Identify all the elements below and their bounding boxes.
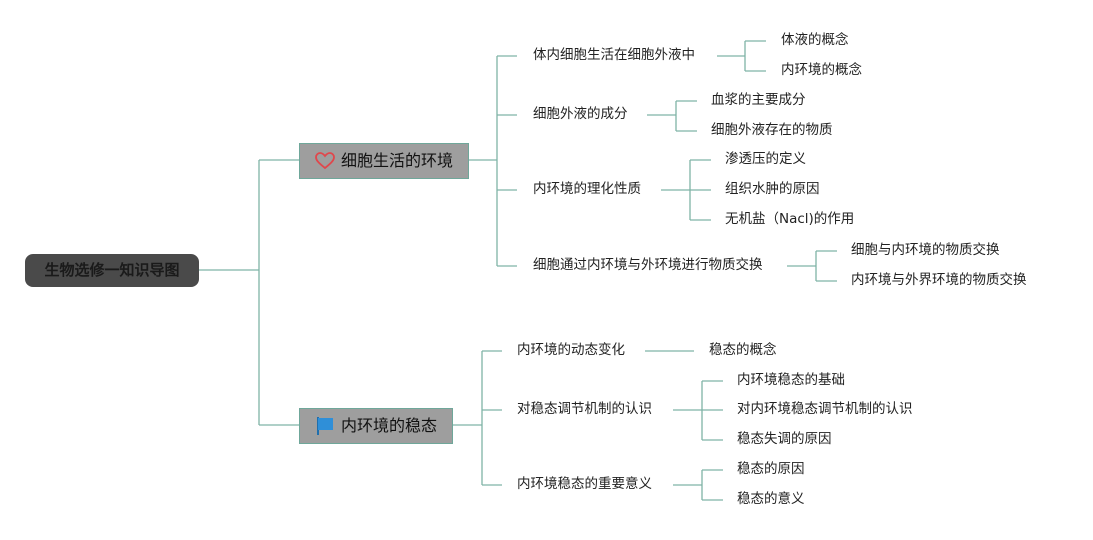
leaf-node[interactable]: 体液的概念 bbox=[781, 32, 849, 48]
leaf-node[interactable]: 稳态的概念 bbox=[709, 342, 777, 358]
leaf-node[interactable]: 稳态的意义 bbox=[737, 491, 805, 507]
sub-node[interactable]: 对稳态调节机制的认识 bbox=[517, 401, 652, 417]
leaf-node[interactable]: 细胞外液存在的物质 bbox=[711, 122, 833, 138]
leaf-node[interactable]: 稳态的原因 bbox=[737, 461, 805, 477]
sub-node[interactable]: 细胞外液的成分 bbox=[533, 106, 628, 122]
leaf-node[interactable]: 对内环境稳态调节机制的认识 bbox=[737, 401, 913, 417]
main-node-homeostasis[interactable]: 内环境的稳态 bbox=[299, 408, 453, 444]
main-node-cell-environment[interactable]: 细胞生活的环境 bbox=[299, 143, 469, 179]
root-node[interactable]: 生物选修一知识导图 bbox=[25, 254, 199, 287]
sub-node[interactable]: 体内细胞生活在细胞外液中 bbox=[533, 47, 695, 63]
flag-icon bbox=[315, 416, 335, 436]
leaf-node[interactable]: 细胞与内环境的物质交换 bbox=[851, 242, 1000, 258]
leaf-node[interactable]: 内环境与外界环境的物质交换 bbox=[851, 272, 1027, 288]
leaf-node[interactable]: 无机盐（Nacl)的作用 bbox=[725, 211, 855, 227]
leaf-node[interactable]: 组织水肿的原因 bbox=[725, 181, 820, 197]
heart-icon bbox=[315, 152, 335, 170]
leaf-node[interactable]: 渗透压的定义 bbox=[725, 151, 806, 167]
sub-node[interactable]: 内环境的理化性质 bbox=[533, 181, 641, 197]
root-label: 生物选修一知识导图 bbox=[44, 261, 180, 279]
leaf-node[interactable]: 内环境稳态的基础 bbox=[737, 372, 845, 388]
sub-node[interactable]: 内环境的动态变化 bbox=[517, 342, 625, 358]
sub-node[interactable]: 内环境稳态的重要意义 bbox=[517, 476, 652, 492]
main-node-label: 细胞生活的环境 bbox=[340, 151, 453, 170]
leaf-node[interactable]: 内环境的概念 bbox=[781, 62, 862, 78]
leaf-node[interactable]: 血浆的主要成分 bbox=[711, 92, 806, 108]
sub-node[interactable]: 细胞通过内环境与外环境进行物质交换 bbox=[533, 257, 763, 273]
leaf-node[interactable]: 稳态失调的原因 bbox=[737, 431, 832, 447]
main-node-label: 内环境的稳态 bbox=[340, 416, 437, 435]
